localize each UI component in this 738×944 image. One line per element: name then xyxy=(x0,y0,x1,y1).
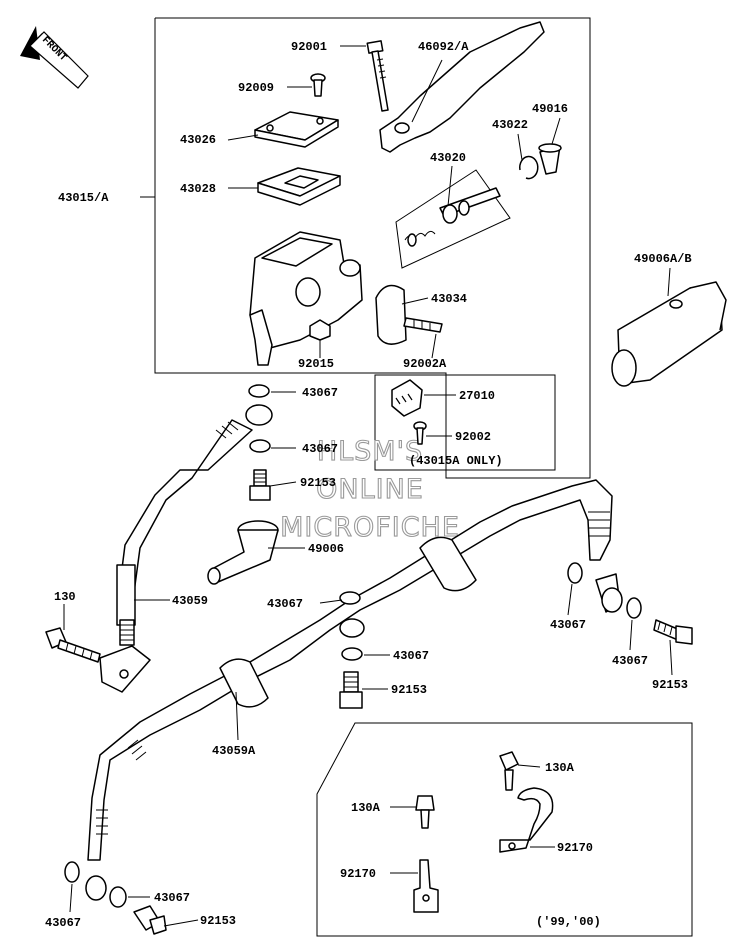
label-43059: 43059 xyxy=(172,594,208,608)
years-box xyxy=(316,722,693,937)
label-43067-2: 43067 xyxy=(302,442,338,456)
label-130a-1: 130A xyxy=(545,761,575,775)
clip-92170-b-icon xyxy=(413,859,439,913)
label-43026: 43026 xyxy=(180,133,216,147)
cover-49006ab-icon xyxy=(611,281,727,387)
leader-lines xyxy=(63,45,673,927)
bolt-92001-icon xyxy=(366,40,389,112)
washer-43067-b-icon xyxy=(249,439,271,453)
bolt-130a-a-icon xyxy=(499,751,519,791)
washer-43067-h-icon xyxy=(109,886,127,908)
screw-92002-icon xyxy=(413,421,427,445)
banjo-middle-icon xyxy=(339,618,365,638)
label-43067-6: 43067 xyxy=(612,654,648,668)
washer-43067-f-icon xyxy=(626,597,642,619)
label-130a-2: 130A xyxy=(351,801,381,815)
washer-43067-c-icon xyxy=(339,591,361,605)
master-cylinder-box xyxy=(154,17,591,479)
label-92153-2: 92153 xyxy=(391,683,427,697)
screw-92009-icon xyxy=(310,73,326,97)
label-92153-4: 92153 xyxy=(200,914,236,928)
hose-43059-icon xyxy=(99,419,253,693)
circlip-43022-icon xyxy=(519,155,539,180)
hose-43059a-icon xyxy=(85,479,623,901)
switch-27010-icon xyxy=(391,379,423,417)
label-49006ab: 49006A/B xyxy=(634,252,692,266)
bolt-130-icon xyxy=(45,627,101,663)
note-43015a-only: (43015A ONLY) xyxy=(409,454,503,468)
label-46092a: 46092/A xyxy=(418,40,469,54)
washer-43067-d-icon xyxy=(341,647,363,661)
washer-43067-g-icon xyxy=(64,861,80,883)
label-92153-1: 92153 xyxy=(300,476,336,490)
watermark-line-1: HLSM'S xyxy=(317,436,423,467)
note-years: ('99,'00) xyxy=(536,915,601,929)
bolt-92153-b-icon xyxy=(653,619,693,645)
label-43022: 43022 xyxy=(492,118,528,132)
bolt-130a-b-icon xyxy=(415,795,435,829)
label-92009: 92009 xyxy=(238,81,274,95)
switch-box xyxy=(374,374,556,471)
label-130: 130 xyxy=(54,590,76,604)
part-labels: 92001 46092/A 92009 49016 43026 43022 43… xyxy=(45,40,692,930)
label-43034: 43034 xyxy=(431,292,467,306)
label-43067-3: 43067 xyxy=(267,597,303,611)
label-43067-8: 43067 xyxy=(45,916,81,930)
label-43028: 43028 xyxy=(180,182,216,196)
piston-kit-43020-icon xyxy=(395,169,511,269)
label-92015: 92015 xyxy=(298,357,334,371)
label-92002: 92002 xyxy=(455,430,491,444)
master-cylinder-body-icon xyxy=(249,231,363,366)
bolt-92153-d-icon xyxy=(133,905,167,935)
clamp-43034-icon xyxy=(375,284,443,345)
washer-43067-e-icon xyxy=(567,562,583,584)
label-27010: 27010 xyxy=(459,389,495,403)
label-43067-4: 43067 xyxy=(393,649,429,663)
diaphragm-43028-icon xyxy=(257,167,341,206)
label-43067-7: 43067 xyxy=(154,891,190,905)
label-49016: 49016 xyxy=(532,102,568,116)
front-arrow-icon: FRONT xyxy=(20,26,89,89)
watermark-line-2: ONLINE xyxy=(316,474,424,505)
lever-46092-icon xyxy=(379,21,545,153)
label-43059a: 43059A xyxy=(212,744,256,758)
label-92170-2: 92170 xyxy=(340,867,376,881)
washer-43067-a-icon xyxy=(248,384,270,398)
watermark-line-3: MICROFICHE xyxy=(280,512,460,543)
bolt-92153-a-icon xyxy=(249,469,271,501)
label-49006: 49006 xyxy=(308,542,344,556)
nut-92015-icon xyxy=(309,319,331,341)
label-92170-1: 92170 xyxy=(557,841,593,855)
label-43067-5: 43067 xyxy=(550,618,586,632)
banjo-upper-icon xyxy=(245,404,273,426)
label-92002a: 92002A xyxy=(403,357,447,371)
label-43020: 43020 xyxy=(430,151,466,165)
cap-43026-icon xyxy=(254,111,339,148)
clip-92170-a-icon xyxy=(499,787,554,853)
label-92153-3: 92153 xyxy=(652,678,688,692)
label-43015a: 43015/A xyxy=(58,191,109,205)
cover-49006-icon xyxy=(207,520,279,585)
boot-49016-icon xyxy=(538,143,562,175)
label-92001: 92001 xyxy=(291,40,327,54)
label-43067-1: 43067 xyxy=(302,386,338,400)
bolt-92153-c-icon xyxy=(339,671,363,709)
watermark: HLSM'S ONLINE MICROFICHE xyxy=(280,435,460,543)
